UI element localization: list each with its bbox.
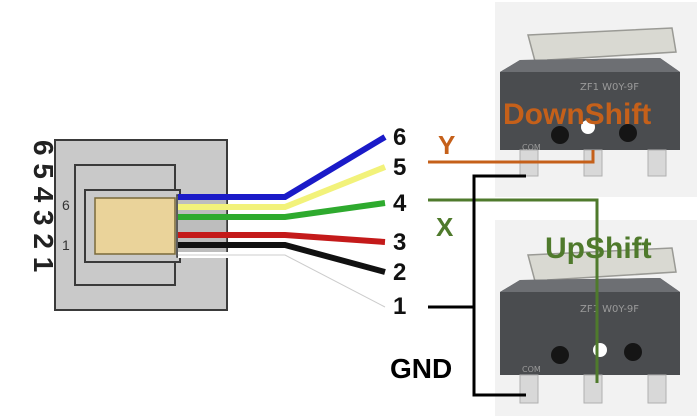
wire-bundle: 6 5 4 3 2 1 [178, 124, 407, 320]
wire-pin-2 [178, 242, 386, 275]
x-label: X [436, 212, 454, 242]
rj-connector: 6 1 6 5 4 3 2 1 [28, 139, 228, 311]
side-pin-numbers: 6 5 4 3 2 1 [28, 140, 59, 272]
wire-label-4: 4 [393, 190, 407, 217]
y-label: Y [438, 130, 455, 160]
wire-pin-6 [178, 134, 387, 200]
wire-label-2: 2 [393, 259, 406, 286]
y-signal-line [428, 150, 595, 164]
wire-label-5: 5 [393, 154, 406, 181]
wire-pin-4 [178, 200, 386, 220]
inner-pin-6: 6 [62, 197, 70, 213]
downshift-label: DownShift [503, 98, 651, 131]
wire-label-1: 1 [393, 293, 406, 320]
wire-label-3: 3 [393, 229, 406, 256]
wire-pin-5 [178, 164, 387, 210]
gnd-label: GND [390, 353, 452, 384]
upshift-com-tag: COM [522, 365, 541, 374]
upshift-brand-text: ZF1 W0Y-9F [580, 304, 639, 315]
wire-label-6: 6 [393, 124, 406, 151]
inner-pin-1: 1 [62, 237, 70, 253]
downshift-com-tag: COM [522, 143, 541, 152]
wire-pin-3 [178, 232, 386, 245]
x-signal-line [428, 198, 599, 383]
downshift-brand-text: ZF1 W0Y-9F [580, 82, 639, 93]
downshift-switch: ZF1 W0Y-9F COM DownShift [495, 2, 697, 197]
signal-lines: Y X GND [390, 130, 599, 397]
